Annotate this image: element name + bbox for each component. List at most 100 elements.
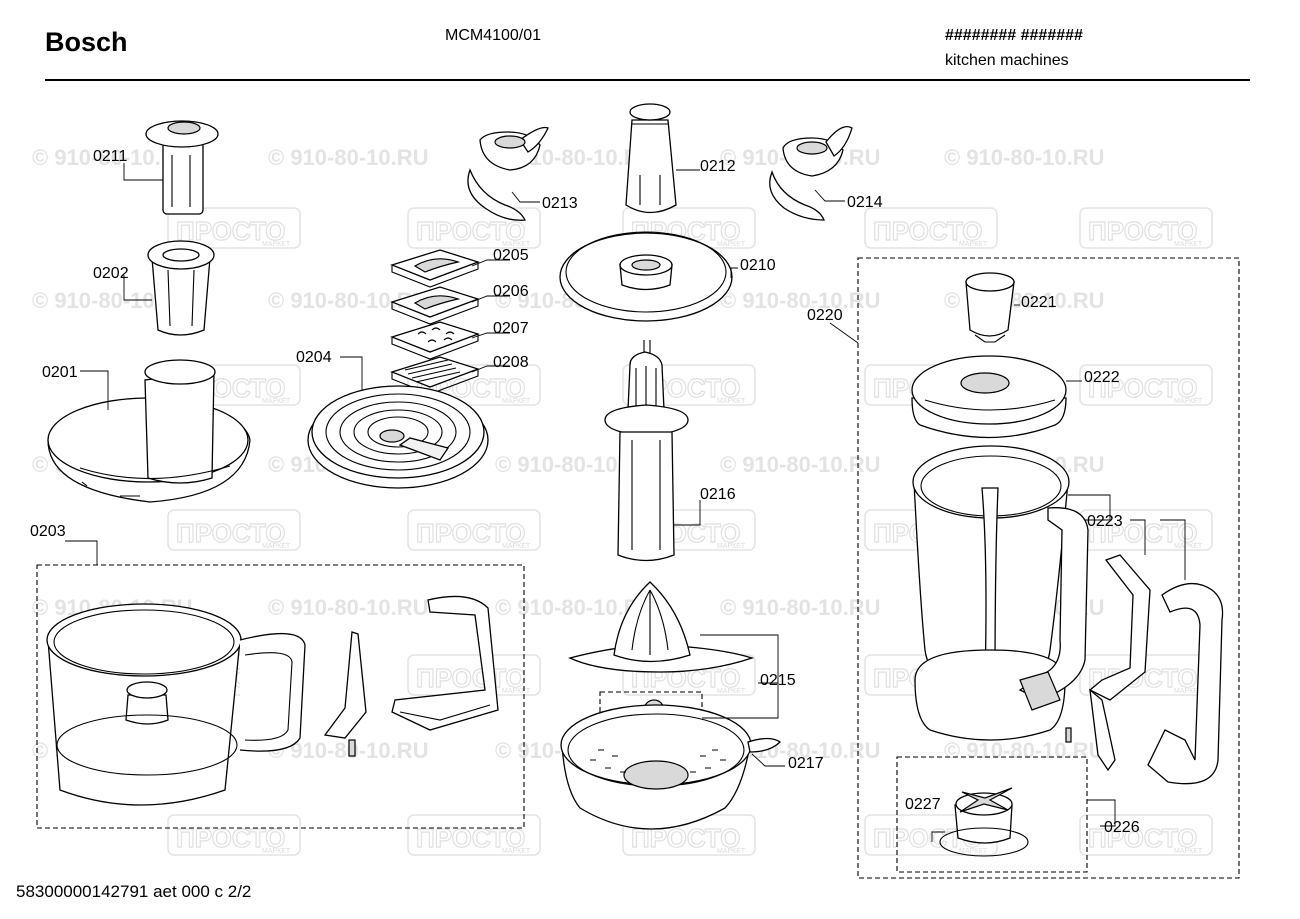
assembly-box-0226 bbox=[896, 756, 1088, 873]
assembly-box-0220 bbox=[857, 257, 1240, 879]
svg-text:МАРКЕТ: МАРКЕТ bbox=[717, 688, 746, 695]
svg-text:ПРОСТО: ПРОСТО bbox=[176, 518, 286, 548]
label-0206: 0206 bbox=[493, 283, 529, 300]
part-0215-citrus-cone bbox=[568, 581, 755, 673]
svg-text:МАРКЕТ: МАРКЕТ bbox=[717, 848, 746, 855]
svg-text:МАРКЕТ: МАРКЕТ bbox=[1174, 398, 1203, 405]
header-divider bbox=[45, 79, 1250, 81]
svg-text:ПРОСТО: ПРОСТО bbox=[1088, 373, 1198, 403]
part-0223-blender-jug bbox=[912, 445, 1089, 741]
label-0213: 0213 bbox=[542, 195, 578, 212]
part-0210-cover-disc bbox=[559, 231, 733, 322]
svg-text:МАРКЕТ: МАРКЕТ bbox=[262, 848, 291, 855]
part-0212-drive-shaft bbox=[625, 103, 677, 214]
part-0202-feed-insert bbox=[147, 240, 215, 336]
part-0217-juice-bowl bbox=[560, 704, 782, 830]
svg-text:МАРКЕТ: МАРКЕТ bbox=[959, 848, 988, 855]
label-0207: 0207 bbox=[493, 320, 529, 337]
label-0210: 0210 bbox=[740, 257, 776, 274]
watermark-phone: © 910-80-10.RU bbox=[944, 738, 1105, 763]
label-0216: 0216 bbox=[700, 486, 736, 503]
svg-text:МАРКЕТ: МАРКЕТ bbox=[262, 543, 291, 550]
svg-text:МАРКЕТ: МАРКЕТ bbox=[1174, 688, 1203, 695]
svg-text:МАРКЕТ: МАРКЕТ bbox=[717, 241, 746, 248]
label-0223: 0223 bbox=[1087, 513, 1123, 530]
svg-text:МАРКЕТ: МАРКЕТ bbox=[502, 241, 531, 248]
watermark-phone: © 910-80-10.RU bbox=[720, 452, 881, 477]
part-0207-disc bbox=[390, 321, 480, 360]
svg-text:ПРОСТО: ПРОСТО bbox=[1088, 518, 1198, 548]
label-0217: 0217 bbox=[788, 755, 824, 772]
part-0223-jug-handle-right bbox=[1147, 583, 1224, 785]
label-0220: 0220 bbox=[807, 307, 843, 324]
part-0211-pusher bbox=[145, 120, 219, 215]
svg-text:МАРКЕТ: МАРКЕТ bbox=[717, 398, 746, 405]
label-0205: 0205 bbox=[493, 247, 529, 264]
part-0203-handle-clip bbox=[323, 631, 367, 757]
part-0203-mixing-bowl bbox=[46, 603, 306, 806]
model-number: MCM4100/01 bbox=[445, 27, 542, 44]
part-0206-disc bbox=[390, 286, 480, 325]
part-code: ######## ####### bbox=[945, 27, 1083, 44]
category-label: kitchen machines bbox=[945, 52, 1069, 69]
svg-text:МАРКЕТ: МАРКЕТ bbox=[502, 848, 531, 855]
label-0212: 0212 bbox=[700, 158, 736, 175]
part-0221-measuring-cap bbox=[965, 272, 1015, 343]
svg-text:МАРКЕТ: МАРКЕТ bbox=[502, 398, 531, 405]
svg-text:МАРКЕТ: МАРКЕТ bbox=[1174, 848, 1203, 855]
part-0222-blender-lid bbox=[911, 355, 1067, 439]
label-0208: 0208 bbox=[493, 354, 529, 371]
svg-text:ПРОСТО: ПРОСТО bbox=[873, 216, 983, 246]
leader-lines bbox=[65, 163, 1186, 842]
label-0226: 0226 bbox=[1104, 819, 1140, 836]
label-0202: 0202 bbox=[93, 265, 129, 282]
svg-text:МАРКЕТ: МАРКЕТ bbox=[717, 543, 746, 550]
part-0201-bowl-lid bbox=[47, 359, 251, 503]
svg-text:МАРКЕТ: МАРКЕТ bbox=[1174, 543, 1203, 550]
label-0203: 0203 bbox=[30, 523, 66, 540]
label-0215: 0215 bbox=[760, 672, 796, 689]
svg-text:МАРКЕТ: МАРКЕТ bbox=[959, 241, 988, 248]
svg-text:МАРКЕТ: МАРКЕТ bbox=[1174, 241, 1203, 248]
svg-text:МАРКЕТ: МАРКЕТ bbox=[502, 688, 531, 695]
label-0211: 0211 bbox=[93, 148, 128, 165]
watermark-phone: © 910-80-10.RU bbox=[268, 145, 429, 170]
label-0201: 0201 bbox=[42, 364, 78, 381]
part-0203-handle bbox=[391, 595, 499, 731]
svg-text:МАРКЕТ: МАРКЕТ bbox=[262, 398, 291, 405]
svg-text:ПРОСТО: ПРОСТО bbox=[1088, 216, 1198, 246]
svg-text:МАРКЕТ: МАРКЕТ bbox=[502, 543, 531, 550]
watermark-phone: © 910-80-10.RU bbox=[944, 145, 1105, 170]
part-0216-spindle bbox=[604, 340, 689, 562]
assembly-box-0203 bbox=[36, 564, 525, 829]
svg-text:ПРОСТО: ПРОСТО bbox=[416, 518, 526, 548]
svg-text:МАРКЕТ: МАРКЕТ bbox=[262, 241, 291, 248]
part-labels: 0211 0202 0201 0203 0204 0205 0206 0207 … bbox=[30, 148, 1140, 836]
watermark-phone: © 910-80-10.RU bbox=[268, 595, 429, 620]
label-0222: 0222 bbox=[1084, 369, 1120, 386]
watermark-phone: © 910-80-10.RU bbox=[720, 288, 881, 313]
part-0204-disc-carrier bbox=[307, 385, 489, 489]
svg-text:ПРОСТО: ПРОСТО bbox=[416, 663, 526, 693]
part-0214-blade bbox=[769, 125, 853, 221]
part-0213-blade bbox=[467, 126, 549, 221]
part-0205-disc bbox=[390, 249, 480, 288]
part-0223-jug-handle-left bbox=[1088, 554, 1151, 772]
label-0214: 0214 bbox=[847, 194, 883, 211]
svg-text:ПРОСТО: ПРОСТО bbox=[1088, 823, 1198, 853]
label-0227: 0227 bbox=[905, 796, 941, 813]
watermark-phone: © 910-80-10.RU bbox=[720, 595, 881, 620]
label-0204: 0204 bbox=[296, 349, 332, 366]
